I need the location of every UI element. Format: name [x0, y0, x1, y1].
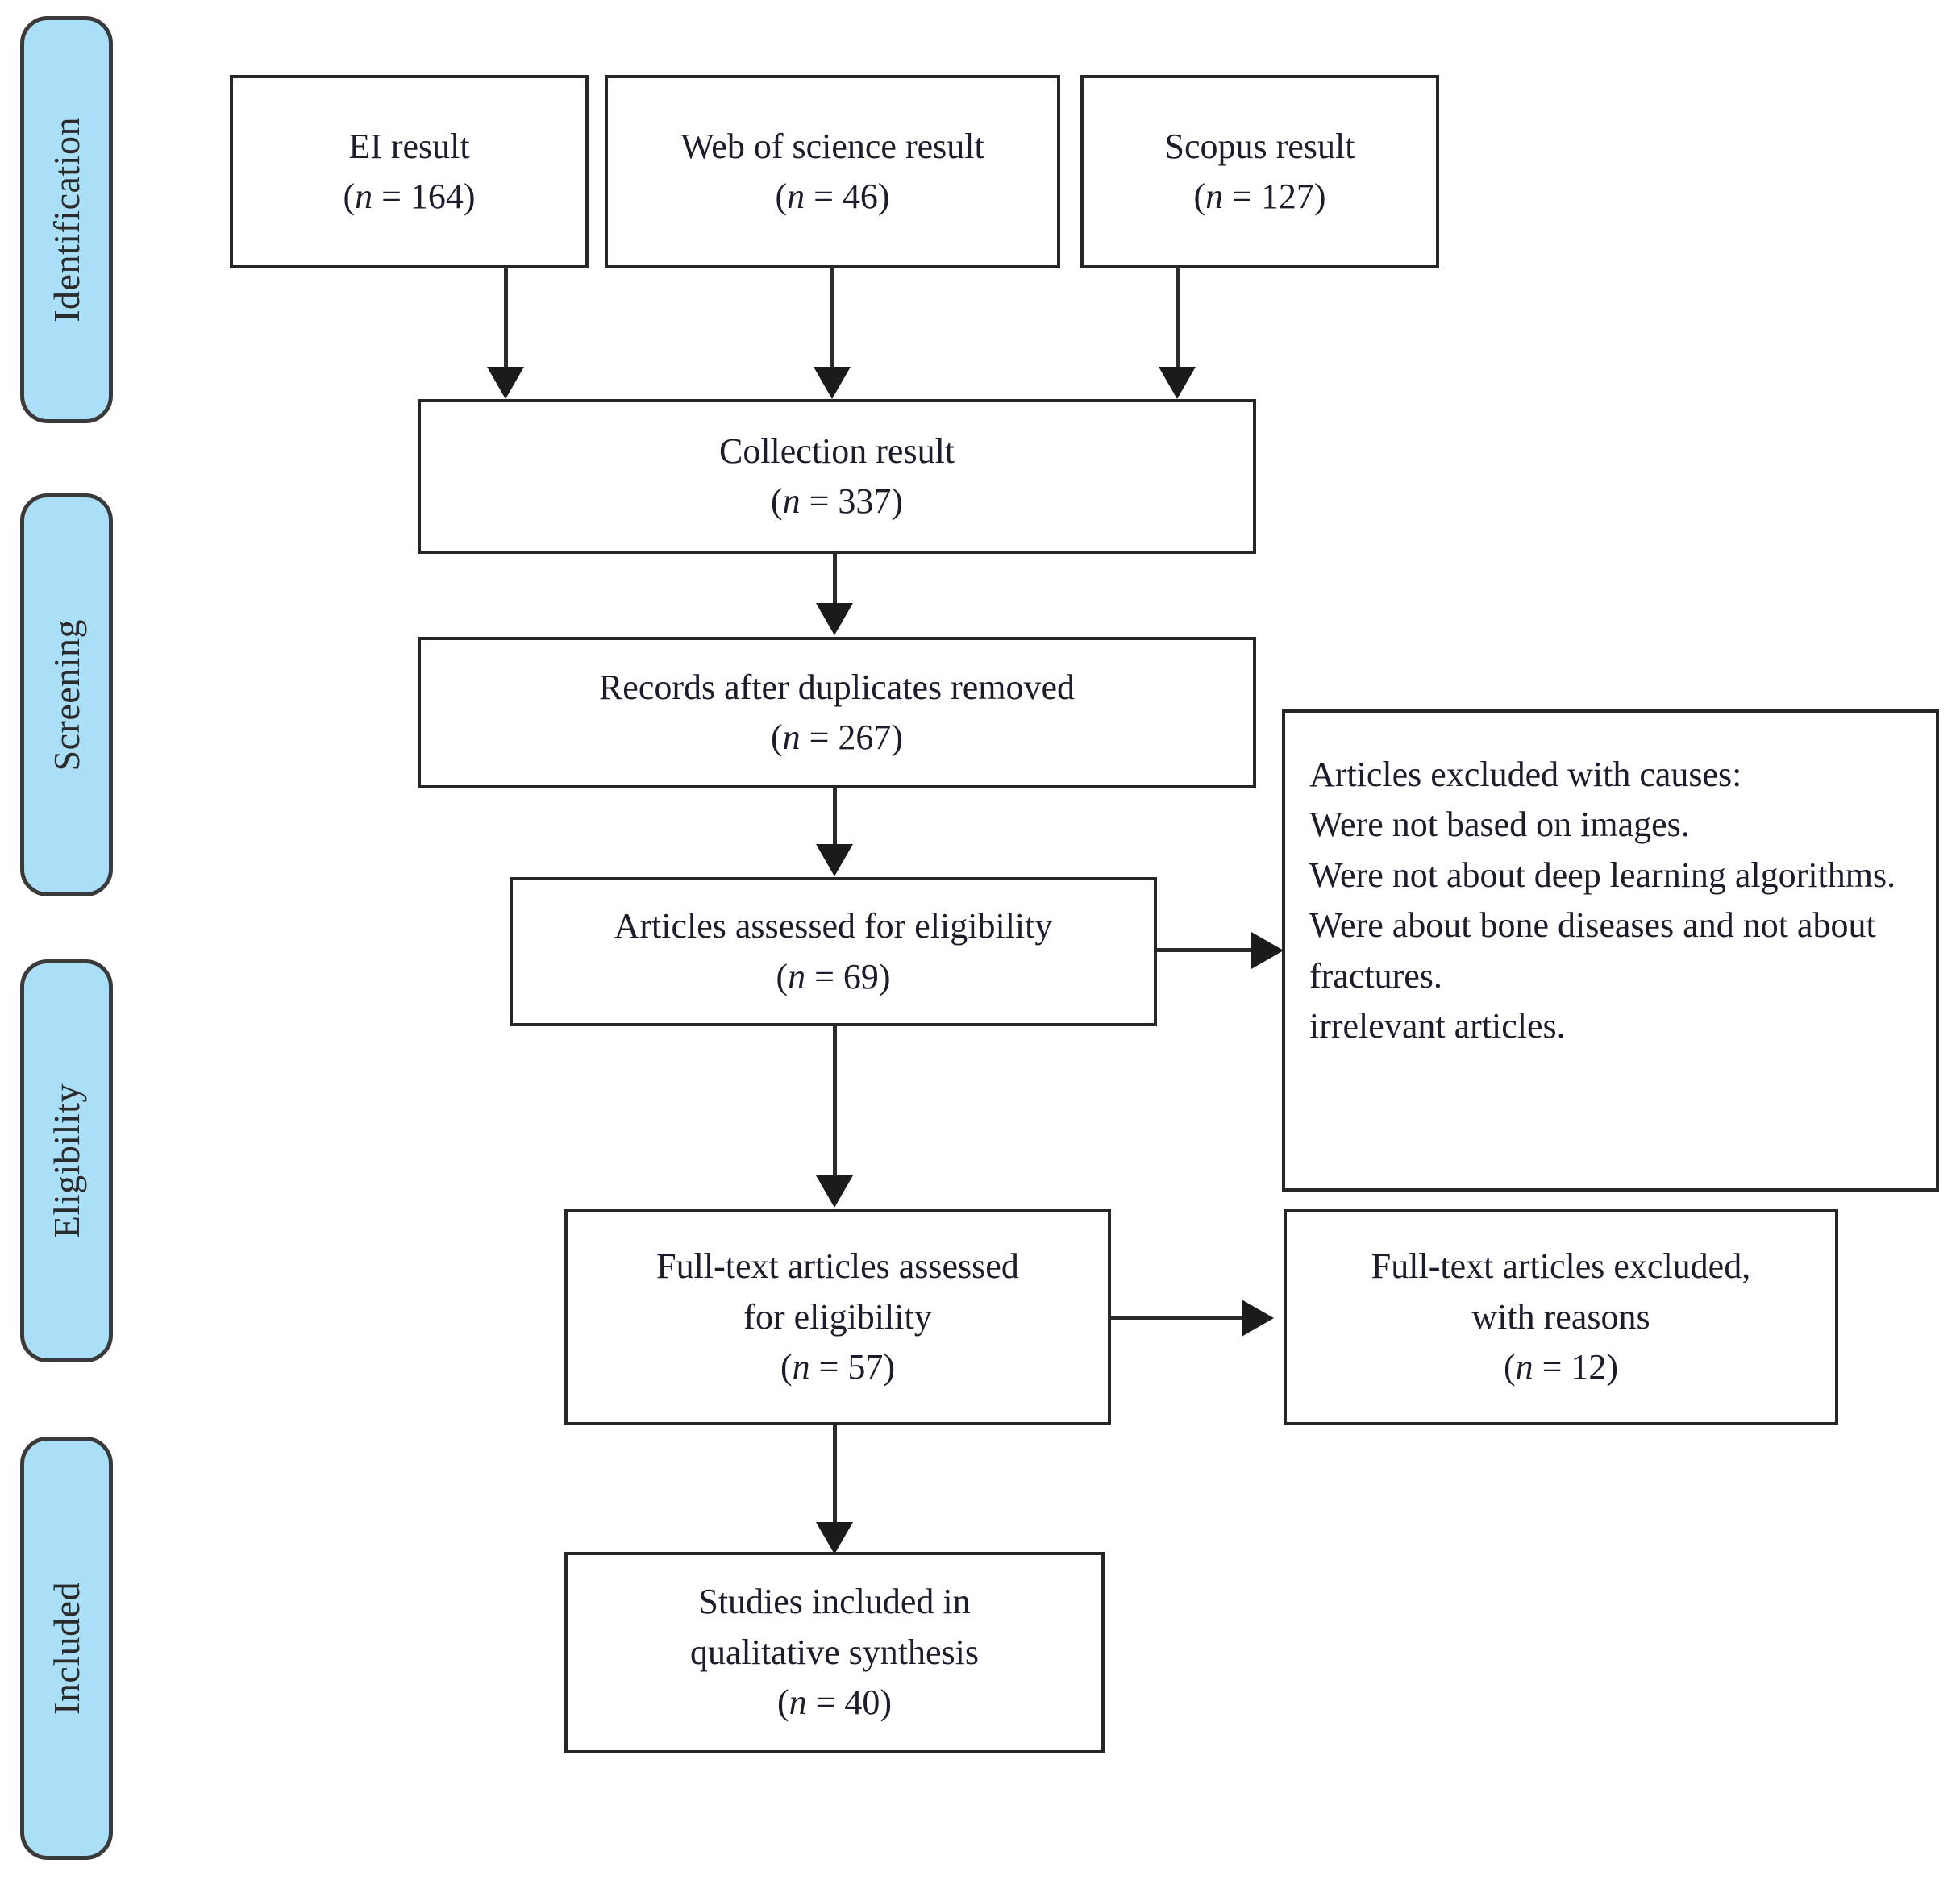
box-studies-included: Studies included in qualitative synthesi…	[564, 1552, 1105, 1753]
box-fulltext-assessed-line1: Full-text articles assessed	[656, 1246, 1019, 1287]
box-collection-result-title: Collection result	[718, 430, 955, 471]
box-fulltext-excluded-line1: Full-text articles excluded,	[1371, 1246, 1751, 1287]
arrowhead-collection-to-duplicates	[816, 603, 853, 635]
box-wos-result-count: (n = 46)	[775, 177, 890, 216]
box-fulltext-assessed-line2: for eligibility	[743, 1296, 932, 1337]
excluded-causes-heading: Articles excluded with causes:	[1309, 755, 1742, 794]
box-wos-result-title: Web of science result	[680, 126, 984, 166]
arrowhead-wos-to-collection	[814, 367, 851, 399]
box-articles-assessed-eligibility: Articles assessed for eligibility (n = 6…	[510, 877, 1157, 1026]
box-fulltext-excluded: Full-text articles excluded, with reason…	[1284, 1209, 1838, 1425]
arrowhead-fulltext-to-included	[816, 1522, 853, 1554]
stage-pill-identification: Identification	[20, 16, 113, 423]
stage-pill-eligibility: Eligibility	[20, 959, 113, 1362]
excluded-cause-3: Were about bone diseases and not about f…	[1309, 905, 1876, 996]
box-articles-assessed-eligibility-title: Articles assessed for eligibility	[614, 906, 1053, 946]
box-records-after-duplicates-count: (n = 267)	[770, 717, 904, 757]
box-collection-result-count: (n = 337)	[770, 481, 904, 521]
box-ei-result: EI result (n = 164)	[230, 75, 589, 268]
stage-label-screening: Screening	[45, 618, 87, 772]
stage-pill-included: Included	[20, 1437, 113, 1860]
box-ei-result-title: EI result	[348, 126, 470, 166]
box-records-after-duplicates: Records after duplicates removed (n = 26…	[418, 637, 1256, 788]
connector-fulltext-to-excluded	[1111, 1316, 1248, 1320]
stage-label-included: Included	[45, 1582, 87, 1715]
box-articles-excluded-with-causes: Articles excluded with causes: Were not …	[1282, 709, 1939, 1192]
connector-eligibility-to-excluded-causes	[1157, 948, 1266, 952]
connector-eligibility-to-fulltext	[833, 1026, 837, 1179]
connector-collection-to-duplicates	[833, 554, 837, 606]
box-wos-result: Web of science result (n = 46)	[605, 75, 1060, 268]
box-fulltext-excluded-count: (n = 12)	[1503, 1347, 1619, 1387]
arrowhead-duplicates-to-eligibility	[816, 844, 853, 876]
connector-wos-to-collection	[830, 268, 834, 369]
connector-scopus-to-collection	[1176, 268, 1180, 369]
box-records-after-duplicates-title: Records after duplicates removed	[598, 667, 1076, 707]
box-fulltext-assessed: Full-text articles assessed for eligibil…	[564, 1209, 1111, 1425]
box-scopus-result: Scopus result (n = 127)	[1080, 75, 1439, 268]
box-scopus-result-count: (n = 127)	[1193, 177, 1326, 216]
connector-ei-to-collection	[504, 268, 508, 369]
stage-label-eligibility: Eligibility	[45, 1083, 87, 1239]
box-fulltext-assessed-count: (n = 57)	[780, 1347, 896, 1387]
connector-fulltext-to-included	[833, 1425, 837, 1526]
stage-pill-screening: Screening	[20, 493, 113, 896]
box-studies-included-line1: Studies included in	[698, 1582, 971, 1622]
box-scopus-result-title: Scopus result	[1164, 126, 1355, 166]
excluded-cause-4: irrelevant articles.	[1309, 1006, 1566, 1046]
arrowhead-ei-to-collection	[487, 367, 524, 399]
arrowhead-eligibility-to-fulltext	[816, 1175, 853, 1208]
box-studies-included-count: (n = 40)	[776, 1682, 893, 1723]
stage-label-identification: Identification	[45, 117, 87, 322]
excluded-cause-1: Were not based on images.	[1309, 805, 1690, 845]
arrowhead-scopus-to-collection	[1159, 367, 1196, 399]
box-collection-result: Collection result (n = 337)	[418, 399, 1256, 554]
box-articles-assessed-eligibility-count: (n = 69)	[776, 956, 891, 996]
excluded-cause-2: Were not about deep learning algorithms.	[1309, 855, 1896, 895]
arrowhead-fulltext-to-excluded	[1242, 1300, 1274, 1337]
arrowhead-eligibility-to-excluded-causes	[1251, 932, 1284, 969]
box-fulltext-excluded-line2: with reasons	[1471, 1296, 1650, 1337]
box-ei-result-count: (n = 164)	[343, 177, 476, 216]
box-studies-included-line2: qualitative synthesis	[689, 1632, 980, 1672]
connector-duplicates-to-eligibility	[833, 788, 837, 846]
